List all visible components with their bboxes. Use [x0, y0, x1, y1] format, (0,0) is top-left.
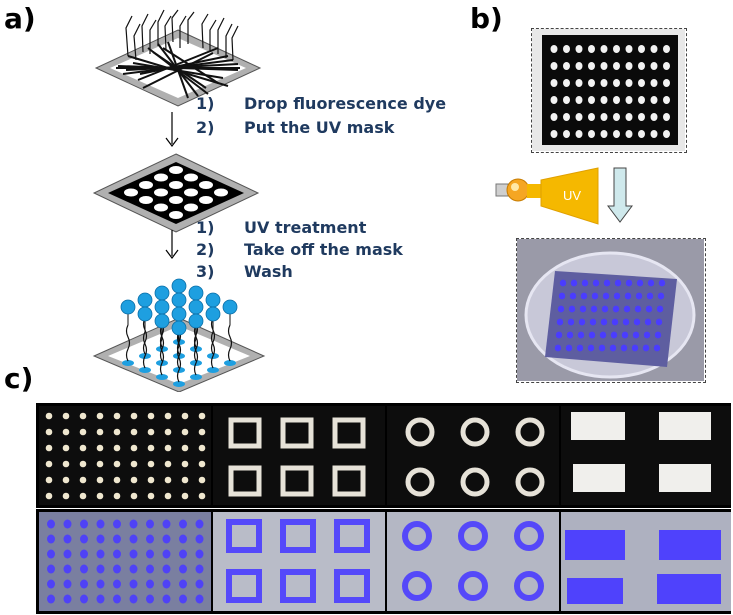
uv-result-photo — [517, 239, 704, 381]
fluorescence-ring-circles — [387, 512, 559, 611]
step-text: Wash — [244, 262, 293, 281]
uv-label: UV — [563, 188, 581, 203]
mask-ring-circles — [387, 406, 559, 505]
step-number: 2) — [196, 118, 215, 137]
mask-dot-array — [39, 406, 211, 505]
step-text: Take off the mask — [244, 240, 403, 259]
step-item: 3) Wash — [196, 262, 293, 281]
step-item: 1) Drop fluorescence dye — [196, 94, 446, 113]
fluorescence-photo-strip — [36, 509, 731, 614]
uv-mask-illustration — [92, 153, 260, 233]
process-arrow — [165, 230, 179, 259]
step-number: 3) — [196, 262, 215, 281]
mask-filled-rectangles — [561, 406, 733, 505]
uv-lamp-icon: UV — [495, 167, 633, 225]
functionalized-substrate-illustration — [92, 278, 266, 392]
uv-result-photo-frame — [516, 238, 706, 383]
step-item: 2) Take off the mask — [196, 240, 403, 259]
fluorescence-filled-rectangles — [561, 512, 733, 611]
panel-label-c: c) — [4, 362, 34, 395]
step-number: 1) — [196, 94, 215, 113]
fluorescence-dot-array — [39, 512, 211, 611]
step-text: UV treatment — [244, 218, 367, 237]
step-text: Put the UV mask — [244, 118, 395, 137]
fiber-substrate-illustration — [94, 9, 262, 107]
step-number: 2) — [196, 240, 215, 259]
mask-photo — [532, 29, 685, 151]
mask-square-frames — [213, 406, 385, 505]
process-arrow — [165, 112, 179, 147]
step-item: 2) Put the UV mask — [196, 118, 394, 137]
step-item: 1) UV treatment — [196, 218, 366, 237]
step-number: 1) — [196, 218, 215, 237]
step-text: Drop fluorescence dye — [244, 94, 447, 113]
mask-photo-strip — [36, 403, 731, 508]
panel-label-b: b) — [470, 2, 503, 35]
mask-photo-frame — [531, 28, 687, 153]
panel-label-a: a) — [4, 2, 36, 35]
fluorescence-square-frames — [213, 512, 385, 611]
